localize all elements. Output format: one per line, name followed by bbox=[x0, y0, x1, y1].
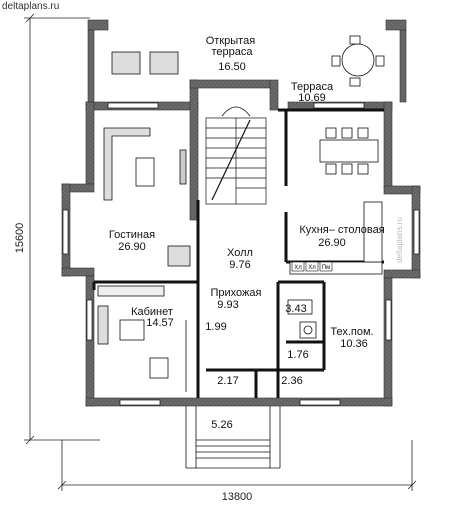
site-watermark: deltaplans.ru bbox=[2, 1, 60, 12]
room-entry-name: Прихожая bbox=[211, 287, 262, 299]
appliance-label-3: Пм bbox=[322, 265, 330, 271]
room-open-terrace-area: 16.50 bbox=[218, 61, 246, 73]
porch bbox=[185, 406, 281, 469]
fridge-icon bbox=[305, 261, 319, 272]
dishwasher-icon bbox=[319, 261, 333, 272]
appliance-label-2: Хл bbox=[308, 265, 316, 271]
room-study-name: Кабинет bbox=[131, 306, 173, 318]
room-porch-area: 5.26 bbox=[211, 419, 232, 431]
room-entry-area: 9.93 bbox=[217, 299, 238, 311]
room-tech-area: 10.36 bbox=[340, 338, 368, 350]
stairs bbox=[205, 106, 267, 205]
room-kitchen-name: Кухня– столовая bbox=[299, 224, 384, 236]
room-wardrobe-area: 1.99 bbox=[205, 321, 226, 333]
room-tech-name: Тех.пом. bbox=[330, 326, 373, 338]
room-hall-name: Холл bbox=[227, 247, 253, 259]
windows bbox=[62, 102, 420, 406]
fridge-icon bbox=[291, 261, 305, 272]
room-terrace-area: 10.69 bbox=[298, 92, 326, 104]
dimension-lines bbox=[24, 13, 417, 491]
room-closet-b-area: 2.17 bbox=[217, 375, 238, 387]
room-living-name: Гостиная bbox=[109, 229, 155, 241]
room-kitchen-area: 26.90 bbox=[318, 237, 346, 249]
room-terrace-name: Терраса bbox=[291, 81, 334, 93]
room-living-area: 26.90 bbox=[118, 241, 146, 253]
room-study-area: 14.57 bbox=[146, 317, 174, 329]
room-open-terrace-name: Открытая терраса bbox=[206, 35, 258, 58]
room-open-terrace-name-line2: терраса bbox=[211, 46, 253, 58]
room-closet-c-area: 2.36 bbox=[281, 375, 302, 387]
room-open-terrace-name-line1: Открытая bbox=[206, 35, 255, 47]
room-closet-a-area: 1.76 bbox=[287, 349, 308, 361]
appliance-label-1: Хл bbox=[294, 265, 302, 271]
dimension-height: 15600 bbox=[14, 223, 26, 254]
watermark-text: deltaplans.ru bbox=[395, 217, 404, 263]
room-hall-area: 9.76 bbox=[229, 259, 250, 271]
room-bath-area: 3.43 bbox=[285, 303, 306, 315]
dimension-width: 13800 bbox=[222, 491, 253, 503]
